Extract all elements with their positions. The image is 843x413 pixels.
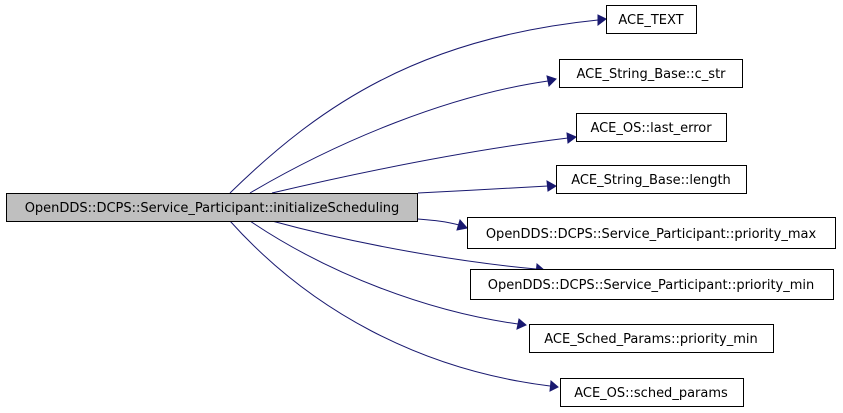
edge-to-os-last-error — [271, 132, 577, 194]
node-os-last-error[interactable]: ACE_OS::last_error — [576, 113, 727, 142]
node-os-sched-params[interactable]: ACE_OS::sched_params — [560, 378, 744, 407]
edge-to-ace-text — [229, 14, 607, 194]
node-sched-params-priority-min[interactable]: ACE_Sched_Params::priority_min — [529, 324, 774, 353]
node-service-participant-priority-min[interactable]: OpenDDS::DCPS::Service_Participant::prio… — [470, 269, 834, 300]
node-service-participant-priority-max[interactable]: OpenDDS::DCPS::Service_Participant::prio… — [467, 217, 836, 249]
node-string-base-length-label: ACE_String_Base::length — [571, 173, 731, 188]
node-os-sched-params-label: ACE_OS::sched_params — [574, 386, 728, 401]
node-sched-params-priority-min-label: ACE_Sched_Params::priority_min — [544, 332, 758, 347]
edge-to-os-sched-params — [229, 220, 559, 392]
edges — [229, 14, 607, 392]
node-string-base-c-str-label: ACE_String_Base::c_str — [576, 67, 726, 82]
node-ace-text-label: ACE_TEXT — [618, 13, 683, 28]
node-service-participant-priority-min-label: OpenDDS::DCPS::Service_Participant::prio… — [488, 278, 815, 293]
node-string-base-length[interactable]: ACE_String_Base::length — [556, 165, 747, 194]
node-os-last-error-label: ACE_OS::last_error — [590, 121, 712, 136]
node-string-base-c-str[interactable]: ACE_String_Base::c_str — [559, 59, 743, 88]
edge-to-service-participant-priority-max — [417, 218, 468, 231]
node-source-initialize-scheduling[interactable]: OpenDDS::DCPS::Service_Participant::init… — [6, 193, 418, 222]
node-ace-text[interactable]: ACE_TEXT — [606, 5, 697, 34]
node-source-label: OpenDDS::DCPS::Service_Participant::init… — [25, 201, 400, 216]
edge-to-sched-params-priority-min — [249, 220, 527, 330]
edge-to-string-base-c-str — [249, 75, 557, 194]
node-service-participant-priority-max-label: OpenDDS::DCPS::Service_Participant::prio… — [486, 227, 817, 242]
edge-to-string-base-length — [417, 180, 557, 194]
